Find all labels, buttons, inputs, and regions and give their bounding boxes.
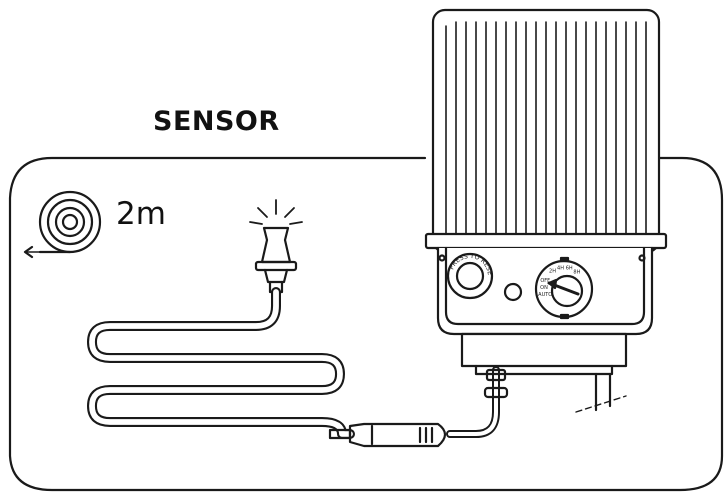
sensor-probe-icon (328, 422, 447, 448)
diagram-title: SENSOR (153, 106, 280, 137)
dial-label-on: ON (540, 285, 548, 291)
dial-label-6h: 6H (566, 266, 573, 272)
cable-length-label: 2m (116, 196, 166, 232)
dial-label-off: OFF (540, 278, 550, 284)
dial-label-auto: AUTO (538, 292, 552, 298)
dial-label-2h: 2H (549, 269, 556, 275)
transformer-icon (424, 8, 668, 413)
cable-coil-icon (23, 190, 102, 259)
dial-label-4h: 4H (557, 265, 564, 271)
frame-outline (8, 156, 724, 492)
dial-label-8h: 8H (573, 270, 580, 276)
reset-button-label: PRESS TO RESET (0, 0, 493, 276)
bulb-icon (249, 199, 303, 294)
heating-cable (87, 287, 355, 439)
